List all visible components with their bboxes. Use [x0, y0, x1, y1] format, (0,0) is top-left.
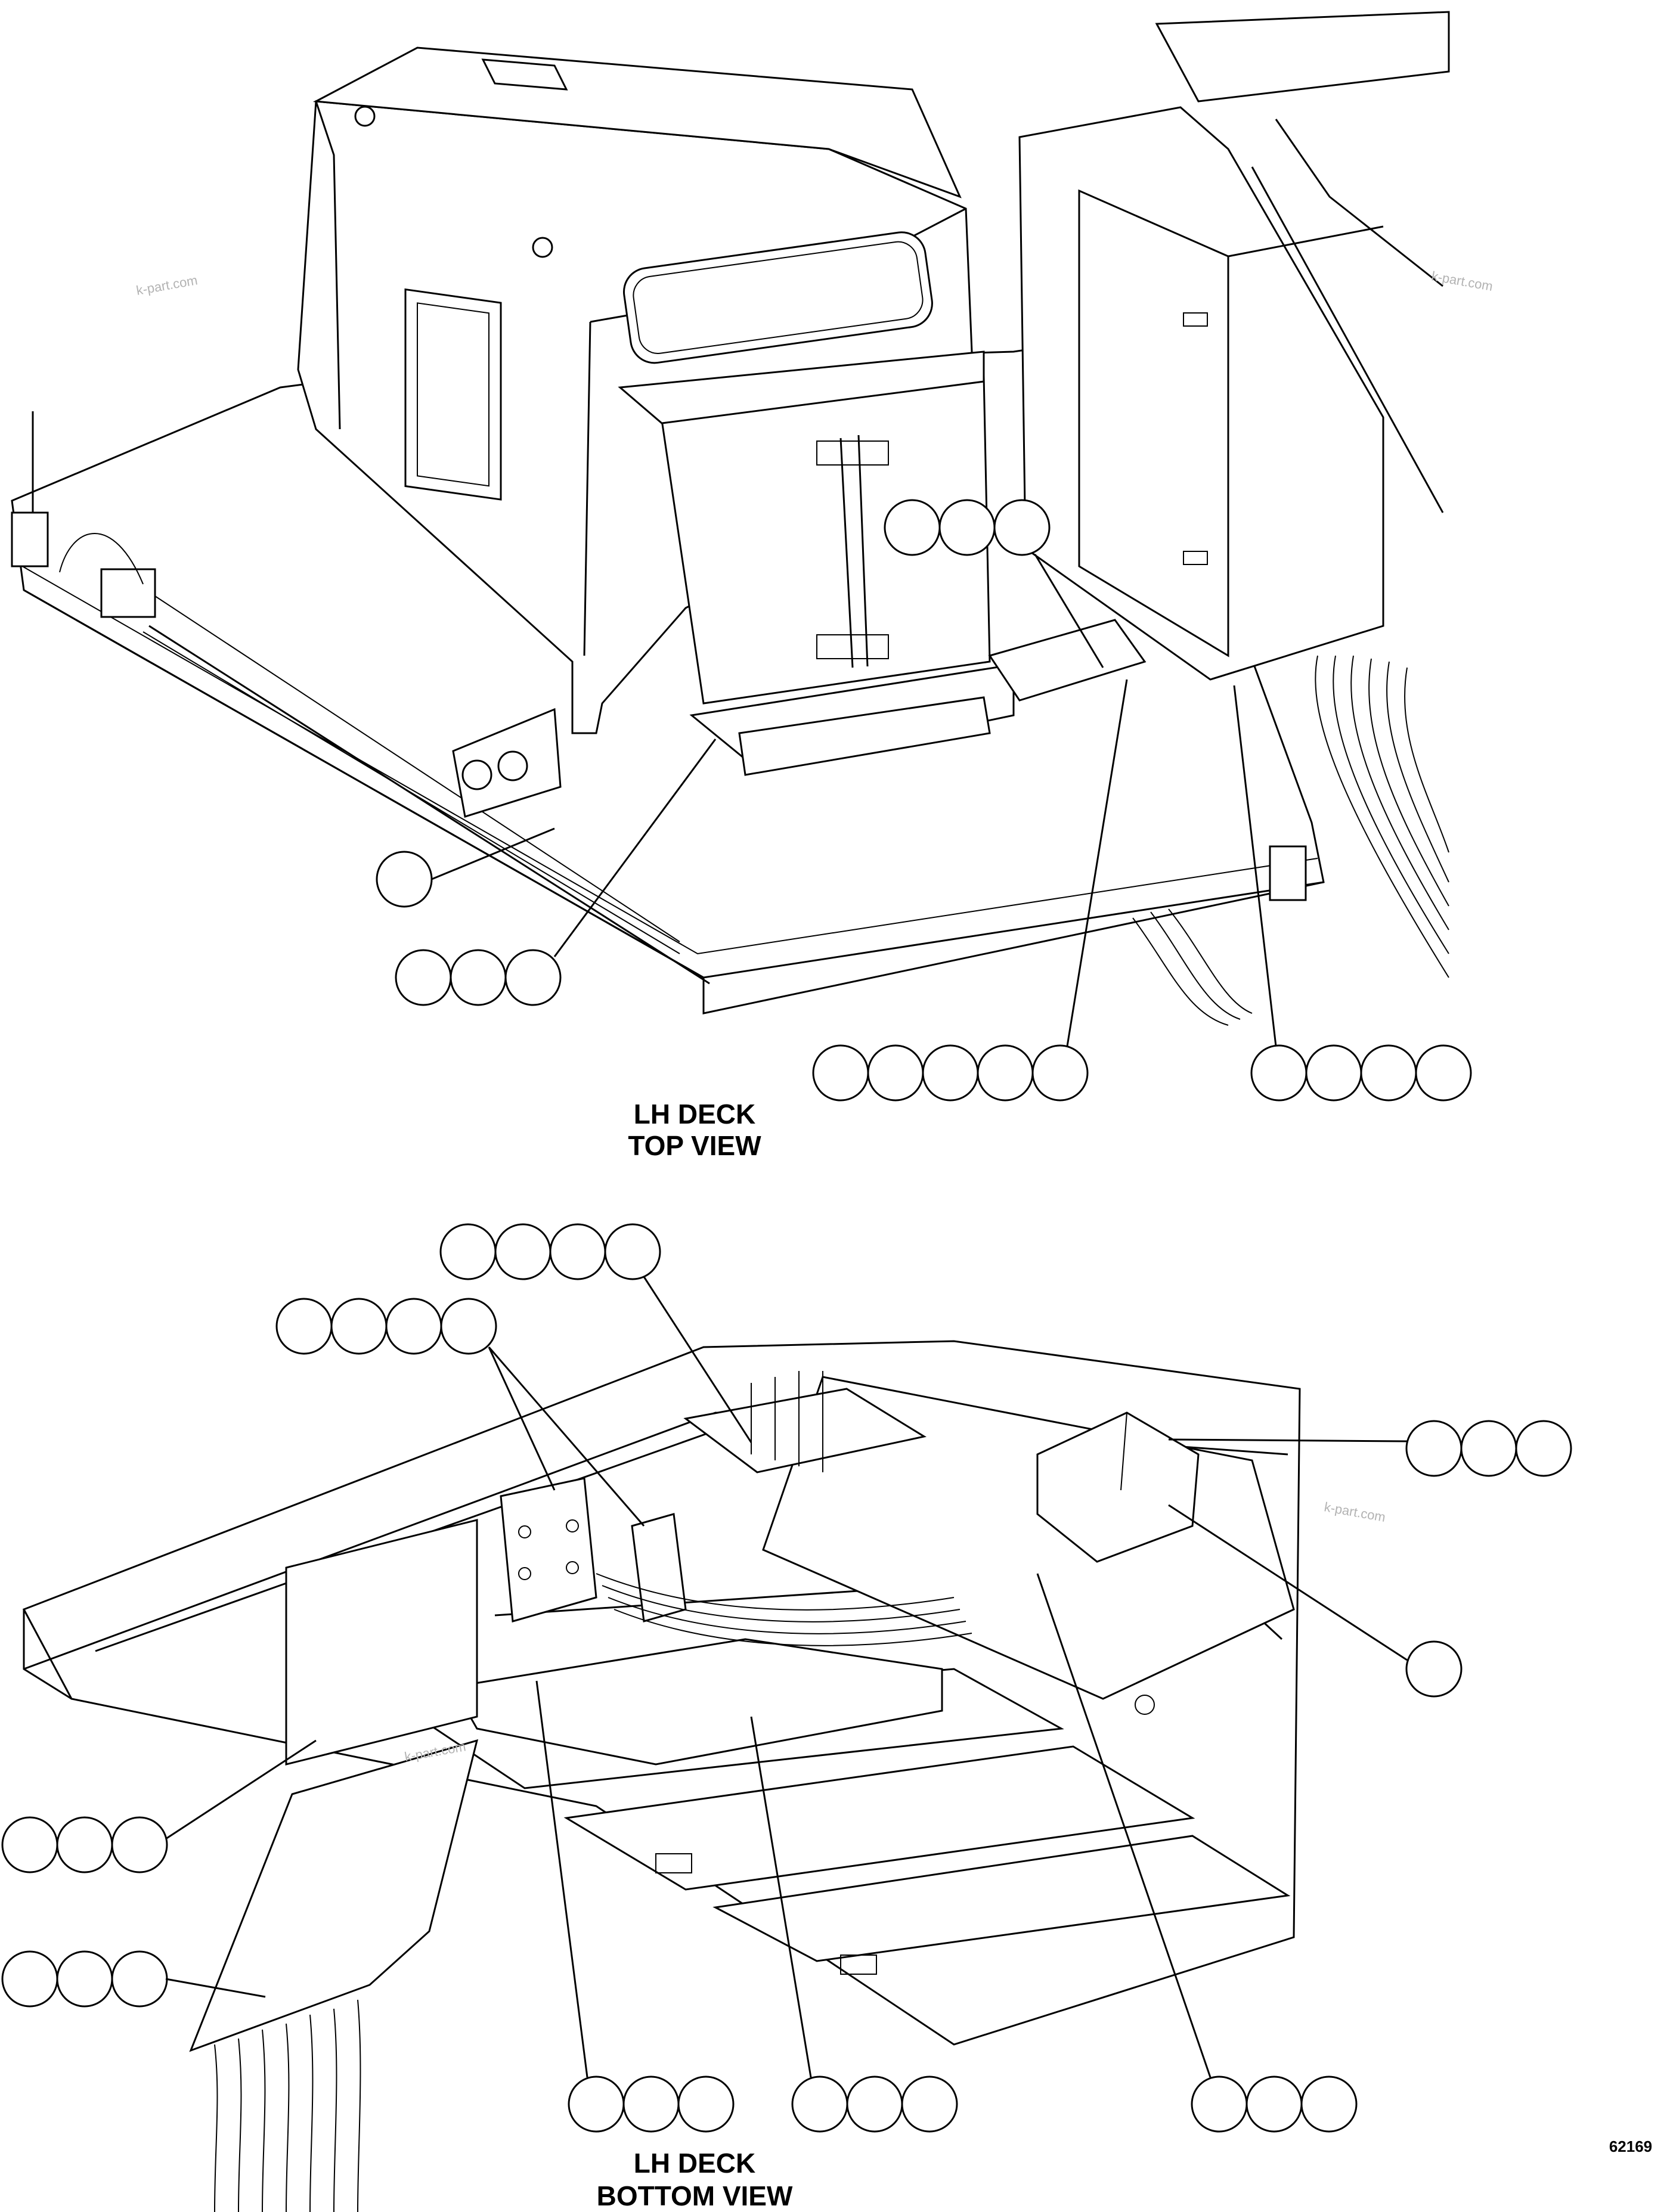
callout-group-bottom-6	[1, 1950, 266, 2008]
callout-group-bottom-5	[1, 1739, 317, 1873]
deck-edge-box	[11, 411, 156, 618]
callout-group-top-4	[812, 679, 1128, 1102]
callout-group-bottom-1	[439, 1223, 752, 1443]
callout-group-bottom-2	[275, 1298, 645, 1527]
top-view-title-line1: LH DECK	[634, 1099, 755, 1130]
top-callouts	[376, 499, 1472, 1102]
deck-slot	[655, 1853, 692, 1873]
watermark: k-part.com	[135, 272, 199, 298]
deck-rail	[142, 595, 680, 954]
cable-harness	[214, 1371, 972, 2212]
callout-group-top-1	[884, 499, 1104, 668]
watermark: k-part.com	[1430, 268, 1494, 294]
floor-cover-plate	[738, 696, 991, 776]
bottom-view-title-line1: LH DECK	[634, 2148, 755, 2179]
bolts	[518, 1519, 1155, 1715]
watermark: k-part.com	[1323, 1499, 1387, 1525]
mounting-plate	[683, 1388, 927, 1473]
right-cabinet	[1018, 11, 1450, 681]
callout-group-top-3	[395, 739, 717, 1006]
underside-junction-box	[1036, 1411, 1200, 1563]
left-bracket	[285, 1477, 687, 1766]
callout-group-bottom-7	[535, 1680, 735, 2133]
callout-group-bottom-9	[1036, 1573, 1358, 2133]
middle-plate	[451, 1638, 943, 1766]
deck-junction-box	[988, 619, 1147, 702]
top-view-title-line2: TOP VIEW	[628, 1130, 761, 1161]
hose-bundle	[1132, 655, 1449, 1026]
bottom-view-title-line2: BOTTOM VIEW	[597, 2180, 793, 2211]
deck-bracket	[452, 708, 562, 818]
callout-group-top-5	[1233, 685, 1472, 1102]
operator-cab	[297, 46, 973, 734]
bottom-view-drawing	[22, 1340, 1301, 2212]
cable-chute-panel	[189, 1739, 479, 2052]
deck-slot	[840, 1954, 877, 1975]
callout-group-bottom-3	[1168, 1420, 1572, 1477]
callout-group-bottom-4	[1168, 1504, 1463, 1698]
deck-side-bracket	[1269, 845, 1307, 901]
top-view-drawing	[11, 11, 1450, 1026]
figure-number: 62169	[1609, 2137, 1652, 2155]
bottom-callouts	[1, 1223, 1572, 2133]
callout-group-bottom-8	[750, 1716, 958, 2133]
callout-group-top-2	[376, 827, 555, 908]
